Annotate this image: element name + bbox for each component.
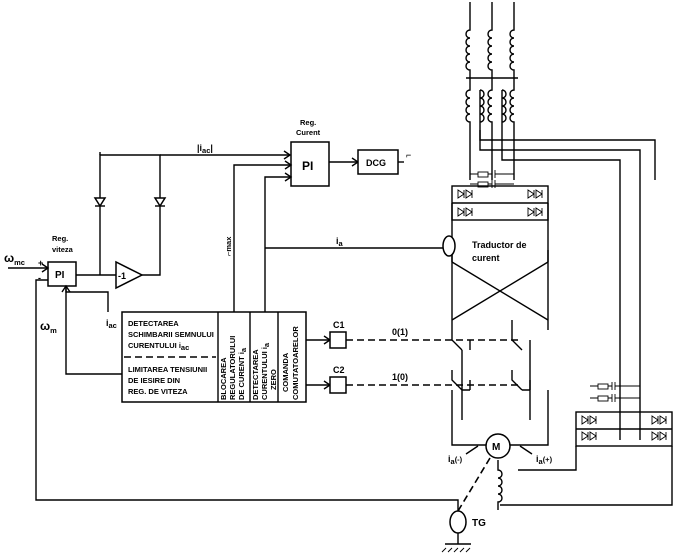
alpha-max-label: ⌐max	[224, 236, 233, 256]
transformer	[465, 2, 656, 440]
current-sensor: Traductor de curent	[442, 235, 527, 263]
switch-command-c1: C1 0(1)	[306, 320, 520, 349]
tachogenerator-symbol	[449, 510, 467, 534]
dcg-block	[357, 149, 399, 175]
current-pi-block	[290, 141, 330, 187]
col1-text-2: REGULATORULUI	[228, 336, 237, 400]
switch-command-c2: C2 1(0)	[306, 365, 520, 394]
speed-reg-title-1: Reg.	[52, 234, 68, 243]
col1-text-1: BLOCAREA	[219, 357, 228, 400]
sign-inverter: -1	[115, 260, 144, 290]
tachogenerator: TG	[35, 279, 491, 553]
current-regulator: PI Reg. Curent	[290, 118, 360, 187]
bridge-2-snubbers	[590, 382, 640, 402]
tachogenerator-label: TG	[472, 518, 486, 529]
iac-abs-label: |iac|	[197, 143, 213, 155]
motor-label: M	[492, 442, 500, 453]
bridge-2-thyristors	[581, 415, 667, 441]
speed-reg-title-2: viteza	[52, 245, 74, 254]
speed-pi-block	[47, 261, 77, 287]
diodes	[93, 192, 167, 208]
shaft-coupling	[457, 457, 491, 512]
limit-feedback-wire	[65, 286, 122, 375]
c1-state-label: 0(1)	[392, 327, 408, 337]
speed-meas-label: ωm	[40, 319, 57, 335]
speed-regulator: PI Reg. viteza ωmc + - ωm	[4, 234, 77, 335]
alpha-output-label: ⌐	[406, 150, 411, 160]
detect-text-3: CURENTULUI iac	[128, 341, 189, 352]
current-loop-wires	[65, 160, 443, 312]
limit-feedback-arrow	[61, 284, 71, 293]
c2-block	[329, 376, 347, 394]
motor-symbol	[485, 433, 511, 459]
limit-text-1: LIMITAREA TENSIUNII	[128, 365, 207, 374]
bridge-1-thyristors	[457, 189, 543, 217]
speed-ref-label: ωmc	[4, 251, 25, 267]
rectifier-network	[76, 150, 292, 276]
transformer-secondary-coils	[465, 76, 656, 440]
thyristor-bridge-2	[575, 382, 673, 447]
thyristor-bridge-1	[451, 170, 549, 221]
col2-text-1: DETECTAREA	[251, 349, 260, 400]
c1-block	[329, 331, 347, 349]
bridge-1-snubbers	[470, 170, 514, 188]
current-reg-title-1: Reg.	[300, 118, 316, 127]
c2-state-label: 1(0)	[392, 372, 408, 382]
inverter-label: -1	[118, 271, 126, 281]
motor: M ia(-) ia(+)	[448, 433, 553, 466]
ia-positive-label: ia(+)	[536, 454, 553, 466]
motor-current-arrows	[465, 445, 533, 455]
dcg: DCG ⌐	[357, 149, 411, 175]
tachogenerator-ground	[445, 533, 471, 545]
c1-label: C1	[333, 320, 345, 330]
ia-negative-label: ia(-)	[448, 454, 463, 466]
power-circuit	[451, 203, 673, 506]
diode-leads	[99, 192, 161, 198]
col3-text-2: COMUTATOARELOR	[291, 326, 300, 400]
speed-ref-plus: +	[38, 258, 43, 268]
col2-text: DETECTAREA CURENTULUI ia ZERO	[251, 342, 278, 400]
limit-text-2: DE IESIRE DIN	[128, 376, 180, 385]
detect-text-2: SCHIMBARII SEMNULUI	[128, 330, 214, 339]
current-reg-title-2: Curent	[296, 128, 321, 137]
col2-text-2: CURENTULUI ia	[260, 342, 271, 400]
transformer-primary-coils	[465, 2, 515, 76]
diode-1	[93, 197, 107, 208]
dcg-label: DCG	[366, 158, 386, 168]
current-sensor-label-2: curent	[472, 253, 500, 263]
col1-text-3: DE CURENT ia	[237, 347, 248, 400]
col3-text-1: COMANDA	[281, 352, 290, 392]
c2-label: C2	[333, 365, 345, 375]
current-sensor-label-1: Traductor de	[472, 240, 527, 250]
speed-pi-label: PI	[55, 270, 65, 281]
current-sensor-symbol	[442, 235, 456, 257]
col1-text: BLOCAREA REGULATORULUI DE CURENT ia	[219, 336, 248, 400]
col2-text-3: ZERO	[269, 369, 278, 390]
diode-2	[153, 197, 167, 208]
detect-text-1: DETECTAREA	[128, 319, 179, 328]
speed-ref-minus: -	[38, 273, 41, 283]
ia-label: ia	[336, 236, 344, 248]
limit-text-3: REG. DE VITEZA	[128, 387, 188, 396]
ground-hatch	[441, 547, 471, 553]
current-pi-label: PI	[302, 159, 313, 173]
col3-text: COMANDA COMUTATOARELOR	[281, 326, 300, 400]
iac-label: iac	[106, 318, 117, 330]
field-winding	[497, 460, 503, 510]
speed-feedback-wire	[35, 279, 459, 511]
logic-block: DETECTAREA SCHIMBARII SEMNULUI CURENTULU…	[61, 284, 307, 403]
speed-ref-arrow	[41, 263, 50, 273]
